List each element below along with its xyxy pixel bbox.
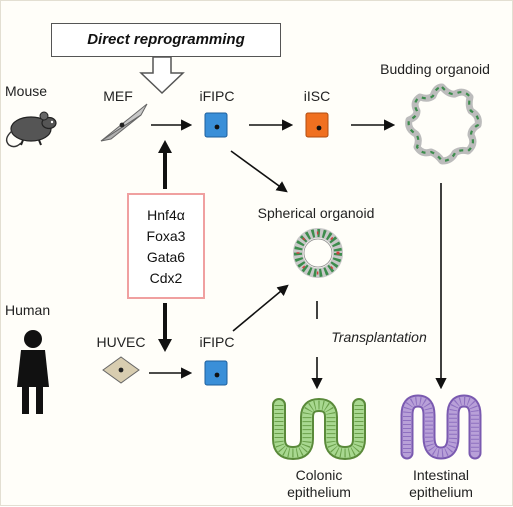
huvec-label: HUVEC — [96, 334, 146, 350]
ifipc-mouse-cell — [204, 112, 228, 138]
intestinal-label-line2: epithelium — [409, 484, 473, 500]
spherical-organoid-icon — [293, 228, 343, 278]
budding-organoid-label: Budding organoid — [380, 61, 490, 77]
arrow-ifipc-to-spherical — [230, 150, 288, 193]
mouse-icon — [5, 111, 57, 148]
iisc-cell — [305, 112, 329, 138]
factor-hnf4a: Hnf4α — [147, 207, 185, 223]
intestinal-epithelium-icon — [400, 394, 482, 460]
direct-reprogramming-banner: Direct reprogramming — [51, 23, 281, 57]
factor-cdx2: Cdx2 — [149, 270, 183, 286]
colonic-label-line2: epithelium — [287, 484, 351, 500]
human-label: Human — [5, 302, 51, 318]
mouse-label: Mouse — [5, 83, 48, 99]
mef-label: MEF — [103, 88, 133, 104]
human-icon — [17, 330, 49, 414]
transplantation-label: Transplantation — [329, 329, 429, 345]
direct-reprogramming-arrow — [139, 56, 185, 95]
colonic-label-line1: Colonic — [295, 467, 343, 483]
arrow-factors-to-human-head — [158, 339, 172, 352]
iisc-label: iISC — [303, 88, 331, 104]
ifipc-human-label: iFIPC — [199, 334, 235, 350]
spherical-organoid-label: Spherical organoid — [257, 205, 375, 221]
colonic-epithelium-icon — [272, 398, 366, 460]
factor-foxa3: Foxa3 — [146, 228, 186, 244]
arrow-human-ifipc-to-spherical — [232, 284, 289, 332]
intestinal-label-line1: Intestinal — [412, 467, 470, 483]
factor-gata6: Gata6 — [146, 249, 186, 265]
transcription-factors-box: Hnf4α Foxa3 Gata6 Cdx2 — [127, 193, 205, 299]
mef-cell — [100, 103, 148, 142]
huvec-cell — [102, 356, 140, 384]
arrow-factors-to-mouse-head — [158, 140, 172, 153]
ifipc-mouse-label: iFIPC — [199, 88, 235, 104]
budding-organoid-icon — [405, 83, 482, 165]
ifipc-human-cell — [204, 360, 228, 386]
